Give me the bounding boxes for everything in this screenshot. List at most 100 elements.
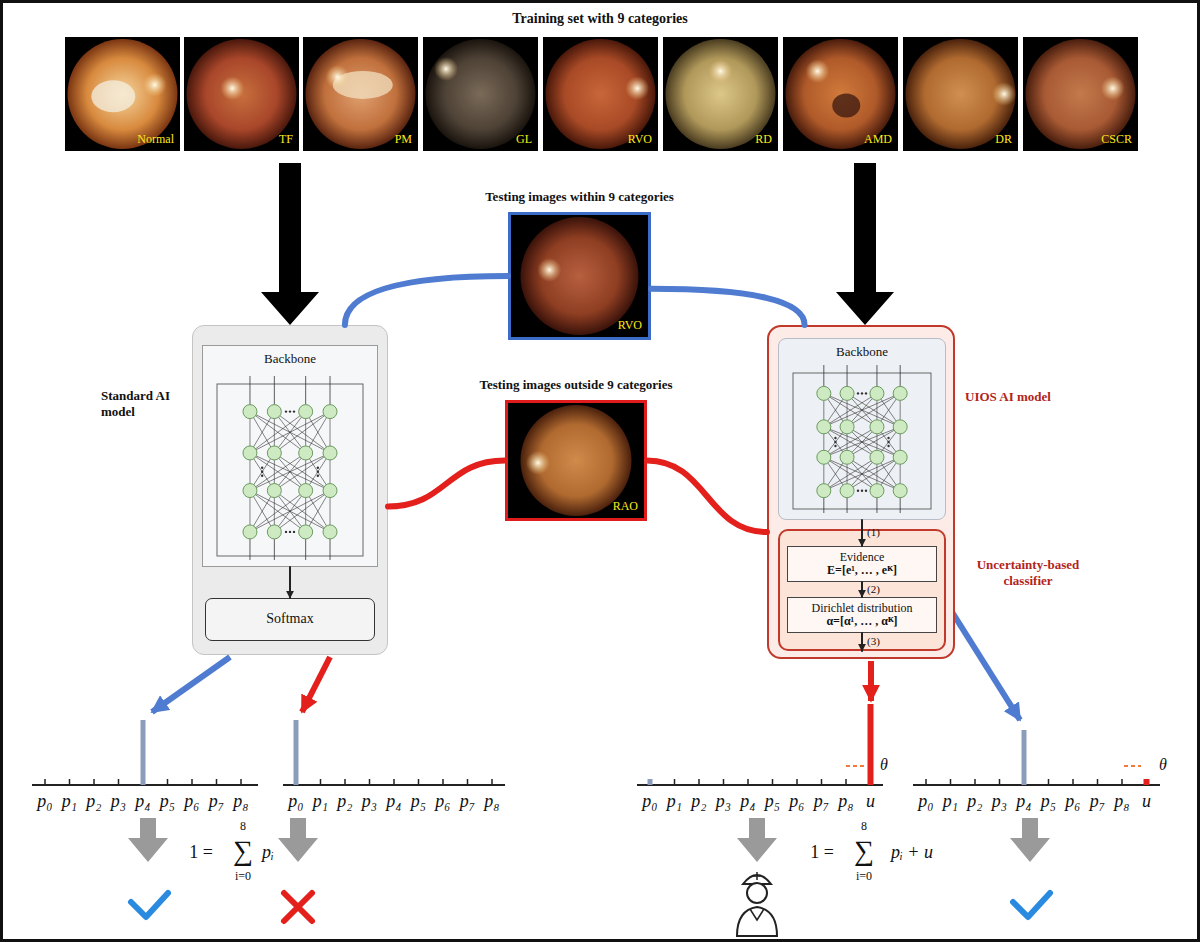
formula-part: ∑ <box>233 835 253 867</box>
ellipsis-dot <box>834 437 836 439</box>
ellipsis-dot <box>857 392 859 394</box>
network-link <box>250 412 330 453</box>
axis-label: p₄ <box>740 791 755 812</box>
doctor-collar <box>750 909 764 920</box>
axis-label: p₅ <box>160 791 175 812</box>
retina <box>906 39 1016 149</box>
training-arrow <box>836 163 894 325</box>
ellipsis-dot <box>289 531 291 533</box>
network-link <box>250 412 330 453</box>
retina <box>187 39 297 149</box>
network-neuron <box>840 450 854 464</box>
ellipsis-dot <box>865 392 867 394</box>
formula-part: i=0 <box>856 870 872 884</box>
network-input <box>900 365 901 386</box>
optic-disc <box>526 451 550 475</box>
section-heading: Testing images outside 9 categories <box>479 377 672 393</box>
retina <box>786 39 896 149</box>
network-neuron <box>323 525 337 539</box>
formula-part: i=0 <box>235 870 251 884</box>
network-output <box>274 539 275 560</box>
network-neuron <box>840 484 854 498</box>
axis-label: p₂ <box>691 791 706 812</box>
lesion <box>832 93 860 117</box>
flow-arrow <box>861 520 863 546</box>
model-panel: UIOS AI modelBackboneUncertainty-based c… <box>767 325 955 659</box>
box-label: Dirichlet distribution <box>812 602 913 615</box>
network-neuron <box>870 484 884 498</box>
network-input <box>274 376 275 405</box>
axis-label: p₆ <box>435 791 450 812</box>
network-neuron <box>840 386 854 400</box>
diagram-title: Training set with 9 categories <box>512 11 688 28</box>
step-number: (3) <box>867 635 880 648</box>
network-neuron <box>817 386 831 400</box>
result-arrow <box>128 818 168 862</box>
ellipsis-dot <box>293 531 295 533</box>
network-frame <box>217 384 363 556</box>
box-label: Backbone <box>779 344 945 360</box>
axis-label: p₇ <box>209 791 224 812</box>
ellipsis-dot <box>261 471 263 473</box>
formula-part: 8 <box>240 820 246 834</box>
network-output <box>305 539 306 560</box>
axis-label: p₀ <box>37 791 52 812</box>
axis-label: p₀ <box>288 791 303 812</box>
network-neuron <box>243 405 257 419</box>
result-arrow <box>737 818 777 862</box>
ellipsis-dot <box>261 475 263 477</box>
axis-label: p₅ <box>1041 791 1056 812</box>
ellipsis-dot <box>887 441 889 443</box>
retina <box>306 39 416 149</box>
uncertainty-bar <box>1144 779 1150 785</box>
network-neuron <box>870 386 884 400</box>
ellipsis-dot <box>857 489 859 491</box>
optic-disc <box>220 76 244 100</box>
output-arrow <box>152 657 230 712</box>
fundus-image: TF <box>184 37 299 151</box>
axis-label: p₈ <box>233 791 248 812</box>
network-neuron <box>893 420 907 434</box>
network-neuron <box>893 484 907 498</box>
axis-label: p₆ <box>184 791 199 812</box>
network-neuron <box>323 446 337 460</box>
ellipsis-dot <box>317 475 319 477</box>
network-input <box>305 376 306 405</box>
retina <box>546 39 656 149</box>
axis-label: p₃ <box>716 791 731 812</box>
optic-disc <box>434 57 458 81</box>
optic-disc <box>806 59 830 83</box>
retina <box>666 39 776 149</box>
network-output <box>847 498 848 513</box>
formula-part: pᵢ + u <box>891 842 933 863</box>
axis-label: p₀ <box>918 791 933 812</box>
test-image: Testing images within 9 categoriesRVO <box>508 212 651 340</box>
doctor-cross <box>753 872 761 880</box>
axis-label: p₁ <box>62 791 77 812</box>
axis-label: p₄ <box>135 791 150 812</box>
image-label: Normal <box>137 133 174 146</box>
process-box: Dirichlet distributionα=[α¹, … , αᴷ] <box>787 597 937 633</box>
network-neuron <box>817 420 831 434</box>
axis-label: p₂ <box>967 791 982 812</box>
image-label: CSCR <box>1101 133 1132 146</box>
photo-ground <box>783 37 898 151</box>
network-output <box>900 498 901 513</box>
step-number: (1) <box>867 526 880 539</box>
fundus-image: AMD <box>783 37 898 151</box>
axis-label: p₁ <box>313 791 328 812</box>
output-arrow <box>302 657 330 712</box>
box-label: Softmax <box>266 611 313 628</box>
ellipsis-dot <box>834 445 836 447</box>
network-link <box>824 427 900 457</box>
ellipsis-dot <box>293 410 295 412</box>
network-illustration <box>779 363 945 515</box>
network-neuron <box>267 525 281 539</box>
doctor-icon <box>737 872 777 936</box>
network-illustration <box>203 374 377 562</box>
axis-label: p₄ <box>386 791 401 812</box>
box-label: Backbone <box>203 351 377 367</box>
network-output <box>876 498 877 513</box>
group-heading: Uncertainty-based classifier <box>964 557 1092 590</box>
